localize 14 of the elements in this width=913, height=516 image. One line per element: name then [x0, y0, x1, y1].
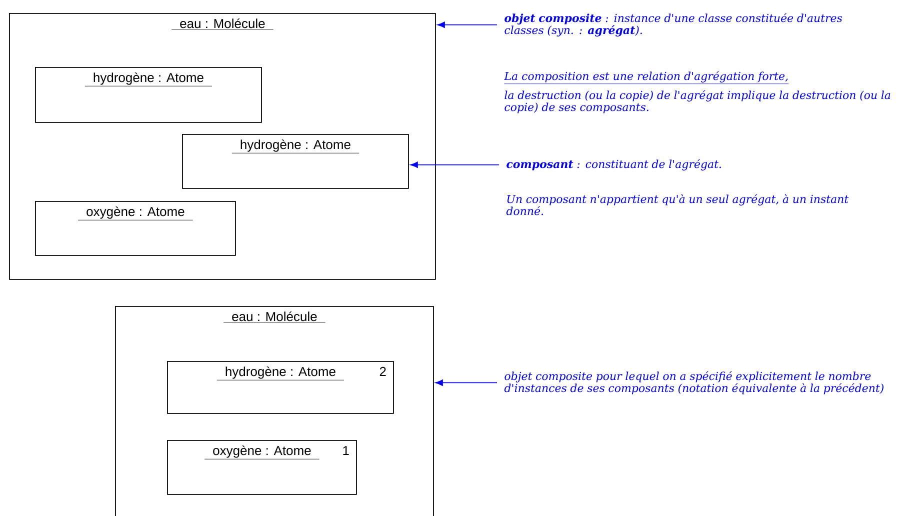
arrow — [435, 380, 498, 386]
arrow — [410, 162, 500, 168]
note-text: objet composite : instance d'une classe constituée d'autres classes (syn. : agrégat). — [504, 13, 842, 36]
object-box: hydrogène : Atome 2 — [167, 361, 394, 414]
note-text: Un composant n'appartient qu'à un seul agrégat, à un instant donné. — [506, 194, 849, 216]
note-text: objet composite pour lequel on a spécifié explicitement le nombre d'instances de ses composants (notation équivalente à la précédent) — [504, 371, 884, 394]
object-box: oxygène : Atome — [35, 201, 236, 256]
object-box: oxygène : Atome 1 — [167, 440, 357, 495]
object-box: hydrogène : Atome — [182, 134, 409, 189]
object-box: hydrogène : Atome — [35, 67, 262, 123]
note-text: la destruction (ou la copie) de l'agrégat implique la destruction (ou la copie) de ses composants. — [504, 90, 890, 114]
arrow — [437, 22, 498, 28]
note-text: La composition est une relation d'agrégation forte, — [504, 71, 789, 84]
note-text: composant : constituant de l'agrégat. — [506, 159, 721, 170]
